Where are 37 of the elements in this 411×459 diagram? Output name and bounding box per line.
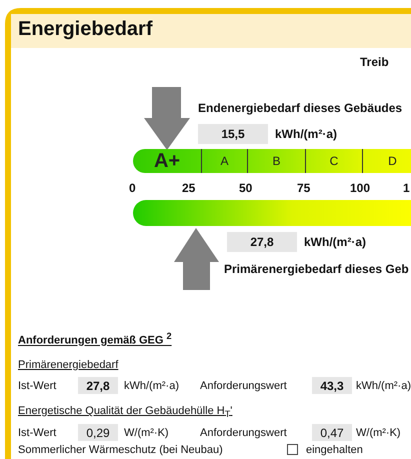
unit-text: kWh/(m²·a) <box>356 379 411 393</box>
value-field: 0,29 <box>78 424 118 441</box>
rating-class-segment: A+ <box>133 149 201 173</box>
scale-bar <box>133 200 411 226</box>
section-heading: Anforderungen gemäß GEG $^{2}$ <box>18 330 172 348</box>
field-label: Anforderungswert <box>200 379 287 393</box>
field-label: Ist-Wert <box>18 379 56 393</box>
rating-class-segment: B <box>247 149 305 173</box>
field-label: Anforderungswert <box>200 426 287 440</box>
unit-text: kWh/(m²·a) <box>304 235 366 249</box>
value-field: 0,47 <box>312 424 352 441</box>
tick-label: 100 <box>350 181 370 195</box>
field-label: Sommerlicher Wärmeschutz (bei Neubau) <box>18 443 223 457</box>
option-label: eingehalten <box>306 443 363 457</box>
subsection-heading: Primärenergiebedarf <box>18 358 118 372</box>
value-field: 15,5 <box>198 124 268 144</box>
section-title: Energiebedarf <box>18 18 152 41</box>
value-field: 43,3 <box>312 377 352 394</box>
subsection-heading: Energetische Qualität der Gebäudehülle H$_{T}$' <box>18 404 232 422</box>
tick-label: 50 <box>239 181 252 195</box>
tick-label: 1 <box>403 181 410 195</box>
unit-text: W/(m²·K) <box>356 426 401 440</box>
heading-text: Primärenergiebedarf dieses Geb <box>224 262 409 276</box>
rating-class-segment: A <box>201 149 247 173</box>
field-label: Ist-Wert <box>18 426 56 440</box>
rating-class-segment: D <box>362 149 411 173</box>
unit-text: kWh/(m²·a) <box>275 127 337 141</box>
heading-text: Endenergiebedarf dieses Gebäudes <box>198 101 402 115</box>
value-field: 27,8 <box>78 377 118 394</box>
unit-text: W/(m²·K) <box>124 426 169 440</box>
unit-text: kWh/(m²·a) <box>124 379 179 393</box>
heading-text: Treib <box>360 55 389 69</box>
value-field: 27,8 <box>227 232 297 252</box>
rating-class-segment: C <box>305 149 362 173</box>
tick-label: 75 <box>297 181 310 195</box>
tick-label: 25 <box>182 181 196 195</box>
tick-label: 0 <box>129 181 136 195</box>
